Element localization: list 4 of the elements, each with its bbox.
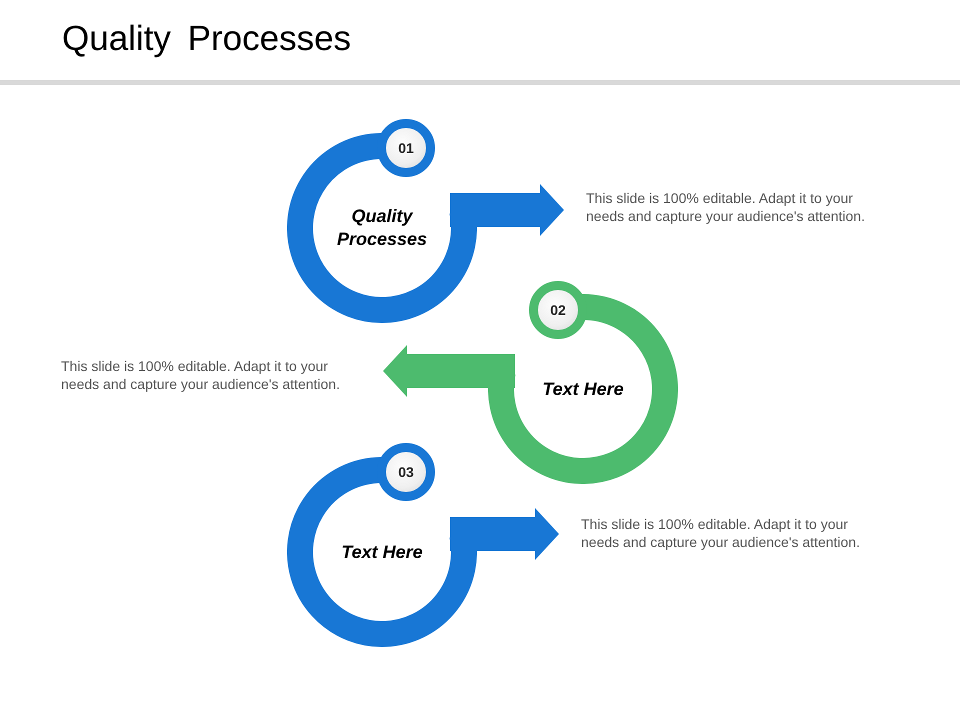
step-title: Text Here [340,540,424,564]
step-title: Text Here [541,378,625,400]
step-title: Quality Processes [336,205,428,251]
slide-title: Quality Processes [62,19,352,59]
